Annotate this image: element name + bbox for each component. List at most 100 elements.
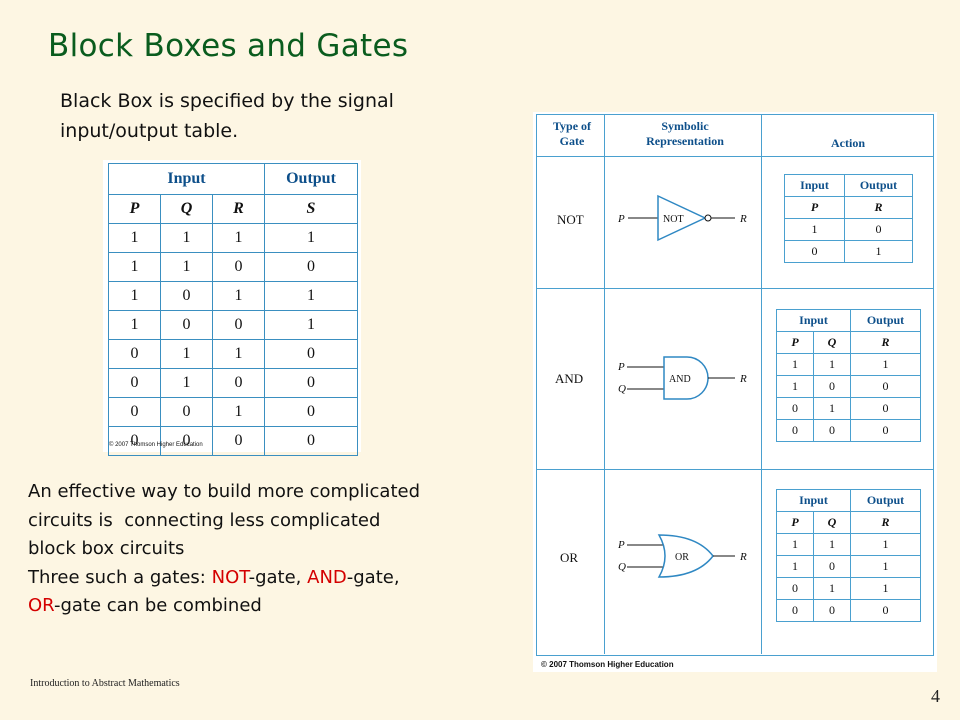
table-cell: 0: [108, 426, 161, 456]
table-cell: 0: [776, 419, 814, 442]
and-gate-word: AND: [307, 566, 347, 588]
gates-divider: [604, 114, 605, 654]
table-cell: 1: [212, 281, 265, 311]
table-cell: 0: [160, 397, 213, 427]
table-cell: 1: [212, 339, 265, 369]
table-cell: 1: [108, 310, 161, 340]
gates-table-frame: [536, 114, 934, 656]
table-cell: 1: [850, 577, 921, 600]
table-cell: 0: [264, 252, 358, 282]
not-gate-input: P: [617, 213, 625, 225]
and-gate-input-q: Q: [618, 383, 626, 395]
body-line: circuits is connecting less complicated: [28, 509, 381, 531]
table-cell: 0: [813, 375, 851, 398]
body-line: An effective way to build more complicat…: [28, 481, 421, 502]
table-cell: 0: [212, 368, 265, 398]
and-gate-output: R: [739, 373, 747, 385]
table-cell: 1: [776, 555, 814, 578]
slide-title: Block Boxes and Gates: [48, 28, 409, 64]
table-cell: 1: [776, 533, 814, 556]
table-cell: 0: [844, 218, 913, 241]
table-cell: 0: [212, 426, 265, 456]
or-output-header: Output: [850, 489, 921, 512]
header-action: Action: [831, 136, 865, 150]
or-gate-label: OR: [675, 552, 689, 563]
body-text-segment: Three such a gates:: [28, 566, 212, 588]
header-type-of-gate: Type of Gate: [552, 119, 592, 148]
or-col-q: Q: [813, 511, 851, 534]
truth-table-input-header: Input: [108, 163, 265, 195]
gate-name-or: OR: [560, 550, 579, 565]
or-gate-input-q: Q: [618, 561, 626, 573]
not-input-header: Input: [784, 174, 845, 197]
table-cell: 1: [850, 533, 921, 556]
body-text: An effective way to build more complicat…: [28, 478, 528, 621]
table-cell: 1: [160, 223, 213, 253]
table-cell: 1: [108, 281, 161, 311]
body-text-segment: -gate,: [248, 566, 308, 588]
or-col-p: P: [776, 511, 814, 534]
body-text-segment: -gate,: [346, 566, 400, 588]
table-cell: 1: [264, 310, 358, 340]
and-gate-symbol: AND P Q R: [617, 356, 747, 400]
table-cell: 0: [776, 599, 814, 622]
page-number: 4: [931, 686, 940, 706]
or-gate-output: R: [739, 551, 747, 563]
body-text-segment: -gate can be combined: [53, 595, 262, 616]
table-cell: 0: [108, 368, 161, 398]
not-gate-symbol: NOT P R: [617, 194, 747, 242]
not-col-p: P: [784, 196, 845, 219]
gates-divider: [536, 288, 933, 289]
table-cell: 1: [160, 368, 213, 398]
footer-course-name: Introduction to Abstract Mathematics: [30, 678, 180, 689]
table-cell: 1: [844, 240, 913, 263]
gates-divider: [761, 114, 762, 654]
or-gate-input-p: P: [617, 539, 625, 551]
header-symbolic: Symbolic Representation: [646, 119, 724, 148]
table-cell: 1: [212, 223, 265, 253]
table-cell: 0: [264, 339, 358, 369]
gates-table-copyright: © 2007 Thomson Higher Education: [541, 660, 674, 669]
body-line: OR-gate can be combined: [28, 592, 528, 621]
table-cell: 0: [160, 281, 213, 311]
table-cell: 1: [776, 353, 814, 376]
table-cell: 1: [813, 397, 851, 420]
table-cell: 0: [264, 397, 358, 427]
table-cell: 0: [813, 419, 851, 442]
table-cell: 1: [160, 252, 213, 282]
table-cell: 1: [108, 223, 161, 253]
truth-table-output-header: Output: [264, 163, 358, 195]
table-cell: 0: [212, 310, 265, 340]
and-col-r: R: [850, 331, 921, 354]
table-cell: 1: [850, 353, 921, 376]
body-line: block box circuits: [28, 538, 185, 559]
truth-table-col-q: Q: [160, 194, 213, 224]
table-cell: 1: [160, 339, 213, 369]
and-col-q: Q: [813, 331, 851, 354]
and-gate-input-p: P: [617, 361, 625, 373]
truth-table-col-s: S: [264, 194, 358, 224]
and-col-p: P: [776, 331, 814, 354]
gates-divider: [536, 469, 933, 470]
gates-divider: [536, 156, 933, 157]
table-cell: 0: [264, 368, 358, 398]
not-gate-word: NOT: [211, 566, 249, 588]
table-cell: 1: [813, 577, 851, 600]
or-gate-symbol: OR P Q R: [617, 534, 747, 578]
table-cell: 1: [813, 533, 851, 556]
